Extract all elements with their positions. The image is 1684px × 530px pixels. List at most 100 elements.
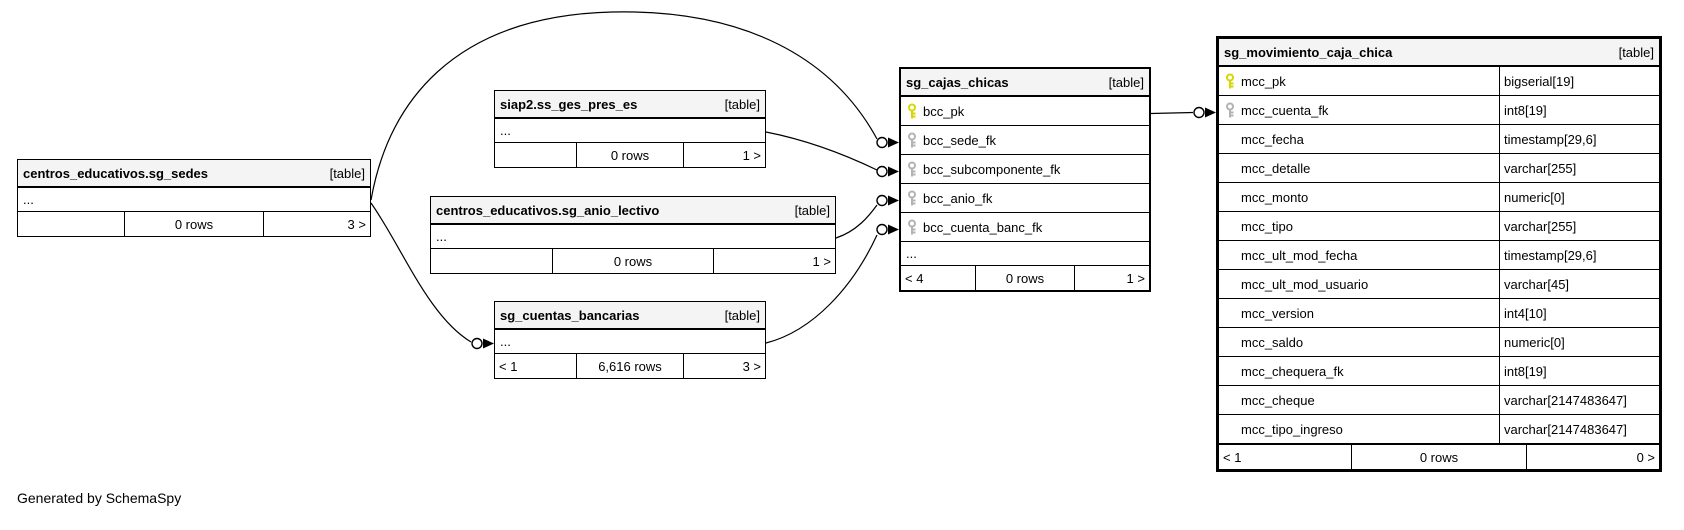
column-type: varchar[2147483647] [1499, 386, 1659, 414]
footer-children: 3 > [742, 358, 761, 374]
column-row-mcc_ult_mod_usuario[interactable]: mcc_ult_mod_usuario varchar[45] [1219, 270, 1659, 299]
column-row-mcc_tipo[interactable]: mcc_tipo varchar[255] [1219, 212, 1659, 241]
column-name: bcc_subcomponente_fk [923, 161, 1061, 177]
key-icon [901, 132, 923, 149]
column-row-mcc_cheque[interactable]: mcc_cheque varchar[2147483647] [1219, 386, 1659, 415]
footer-rowcount: 0 rows [975, 266, 1075, 290]
footer-children: 0 > [1636, 449, 1655, 465]
footer-children: 1 > [812, 253, 831, 269]
table-title[interactable]: centros_educativos.sg_sedes [23, 165, 208, 181]
column-row-mcc_version[interactable]: mcc_version int4[10] [1219, 299, 1659, 328]
table-footer: < 4 0 rows 1 > [901, 265, 1149, 290]
column-row-mcc_cuenta_fk[interactable]: mcc_cuenta_fk int8[19] [1219, 96, 1659, 125]
column-type: timestamp[29,6] [1499, 125, 1659, 153]
table-footer: 0 rows 1 > [495, 142, 765, 167]
column-type: varchar[2147483647] [1499, 415, 1659, 443]
column-row-bcc_cuenta_banc_fk[interactable]: bcc_cuenta_banc_fk [901, 213, 1149, 242]
collapsed-columns-ellipsis: ... [23, 192, 34, 207]
column-type: int4[10] [1499, 299, 1659, 327]
table-card-sg-movimiento-caja-chica[interactable]: sg_movimiento_caja_chica [table] mcc_pk … [1216, 36, 1662, 472]
footer-parents: < 4 [905, 270, 924, 286]
column-name: mcc_version [1241, 305, 1314, 321]
table-type-badge: [table] [794, 202, 830, 218]
column-type: bigserial[19] [1499, 67, 1659, 95]
column-type: int8[19] [1499, 96, 1659, 124]
relationship-line-siap2-to-cajas [765, 131, 878, 171]
key-icon [901, 103, 923, 120]
table-footer: 0 rows 1 > [431, 248, 835, 273]
relationship-line-anio-to-cajas [835, 204, 878, 239]
footer-parents [495, 143, 576, 167]
table-type-badge: [table] [1618, 44, 1654, 60]
key-icon [901, 219, 923, 236]
collapsed-columns-ellipsis: ... [436, 229, 447, 244]
column-type: int8[19] [1499, 357, 1659, 385]
table-title[interactable]: sg_movimiento_caja_chica [1224, 44, 1393, 60]
column-row-mcc_monto[interactable]: mcc_monto numeric[0] [1219, 183, 1659, 212]
table-card-sg-anio-lectivo[interactable]: centros_educativos.sg_anio_lectivo [tabl… [430, 196, 836, 274]
table-title[interactable]: siap2.ss_ges_pres_es [500, 96, 638, 112]
column-row-bcc_anio_fk[interactable]: bcc_anio_fk [901, 184, 1149, 213]
table-title[interactable]: centros_educativos.sg_anio_lectivo [436, 202, 660, 218]
table-type-badge: [table] [724, 307, 760, 323]
table-card-sg-cuentas-bancarias[interactable]: sg_cuentas_bancarias [table] ... < 1 6,6… [494, 301, 766, 379]
generated-by-note: Generated by SchemaSpy [17, 490, 182, 506]
table-type-badge: [table] [724, 96, 760, 112]
column-row-bcc_subcomponente_fk[interactable]: bcc_subcomponente_fk [901, 155, 1149, 184]
table-card-sg-sedes[interactable]: centros_educativos.sg_sedes [table] ... … [17, 159, 371, 237]
footer-parents: < 1 [1223, 449, 1242, 465]
column-row-mcc_ult_mod_fecha[interactable]: mcc_ult_mod_fecha timestamp[29,6] [1219, 241, 1659, 270]
key-icon [901, 161, 923, 178]
column-row-bcc_pk[interactable]: bcc_pk [901, 97, 1149, 126]
table-header[interactable]: sg_movimiento_caja_chica [table] [1219, 39, 1659, 67]
table-footer: < 1 6,616 rows 3 > [495, 353, 765, 378]
column-name: mcc_ult_mod_fecha [1241, 247, 1358, 263]
column-row-mcc_chequera_fk[interactable]: mcc_chequera_fk int8[19] [1219, 357, 1659, 386]
column-row-bcc_sede_fk[interactable]: bcc_sede_fk [901, 126, 1149, 155]
column-row-mcc_detalle[interactable]: mcc_detalle varchar[255] [1219, 154, 1659, 183]
table-header[interactable]: sg_cajas_chicas [table] [901, 69, 1149, 97]
key-icon [901, 190, 923, 207]
relationship-line-cajas-to-movimiento [1150, 111, 1194, 115]
column-name: mcc_tipo [1241, 218, 1294, 234]
table-title[interactable]: sg_cuentas_bancarias [500, 307, 640, 323]
table-type-badge: [table] [1108, 74, 1144, 90]
table-footer: 0 rows 3 > [18, 211, 370, 236]
column-name: mcc_pk [1241, 73, 1286, 89]
footer-rowcount: 6,616 rows [576, 354, 684, 378]
footer-parents [18, 212, 124, 236]
collapsed-columns-ellipsis: ... [500, 334, 511, 349]
table-header[interactable]: centros_educativos.sg_sedes [table] [18, 160, 370, 188]
column-name: bcc_cuenta_banc_fk [923, 219, 1043, 235]
column-type: timestamp[29,6] [1499, 241, 1659, 269]
footer-rowcount: 0 rows [552, 249, 714, 273]
column-name: mcc_saldo [1241, 334, 1304, 350]
column-name: mcc_chequera_fk [1241, 363, 1344, 379]
column-type: numeric[0] [1499, 328, 1659, 356]
footer-children: 3 > [347, 216, 366, 232]
column-name: mcc_ult_mod_usuario [1241, 276, 1369, 292]
column-name: bcc_sede_fk [923, 132, 996, 148]
column-type: numeric[0] [1499, 183, 1659, 211]
table-title[interactable]: sg_cajas_chicas [906, 74, 1009, 90]
footer-children: 1 > [1126, 270, 1145, 286]
table-header[interactable]: siap2.ss_ges_pres_es [table] [495, 91, 765, 119]
table-card-ss-ges-pres-es[interactable]: siap2.ss_ges_pres_es [table] ... 0 rows … [494, 90, 766, 168]
column-name: bcc_pk [923, 103, 965, 119]
column-row-mcc_saldo[interactable]: mcc_saldo numeric[0] [1219, 328, 1659, 357]
column-rows: mcc_pk bigserial[19] mcc_cuenta_fk int8[… [1219, 67, 1659, 444]
column-name: mcc_fecha [1241, 131, 1304, 147]
column-row-mcc_fecha[interactable]: mcc_fecha timestamp[29,6] [1219, 125, 1659, 154]
table-header[interactable]: centros_educativos.sg_anio_lectivo [tabl… [431, 197, 835, 225]
table-card-sg-cajas-chicas[interactable]: sg_cajas_chicas [table] bcc_pk bcc_sede_… [899, 67, 1151, 292]
column-row-mcc_tipo_ingreso[interactable]: mcc_tipo_ingreso varchar[2147483647] [1219, 415, 1659, 444]
table-header[interactable]: sg_cuentas_bancarias [table] [495, 302, 765, 330]
footer-rowcount: 0 rows [576, 143, 684, 167]
table-footer: < 1 0 rows 0 > [1219, 444, 1659, 469]
column-row-mcc_pk[interactable]: mcc_pk bigserial[19] [1219, 67, 1659, 96]
footer-rowcount: 0 rows [123, 212, 265, 236]
column-rows: bcc_pk bcc_sede_fk bcc_subcomponente_fk … [901, 97, 1149, 242]
column-name: bcc_anio_fk [923, 190, 993, 206]
collapsed-columns-ellipsis: ... [906, 246, 917, 261]
footer-rowcount: 0 rows [1351, 445, 1527, 469]
